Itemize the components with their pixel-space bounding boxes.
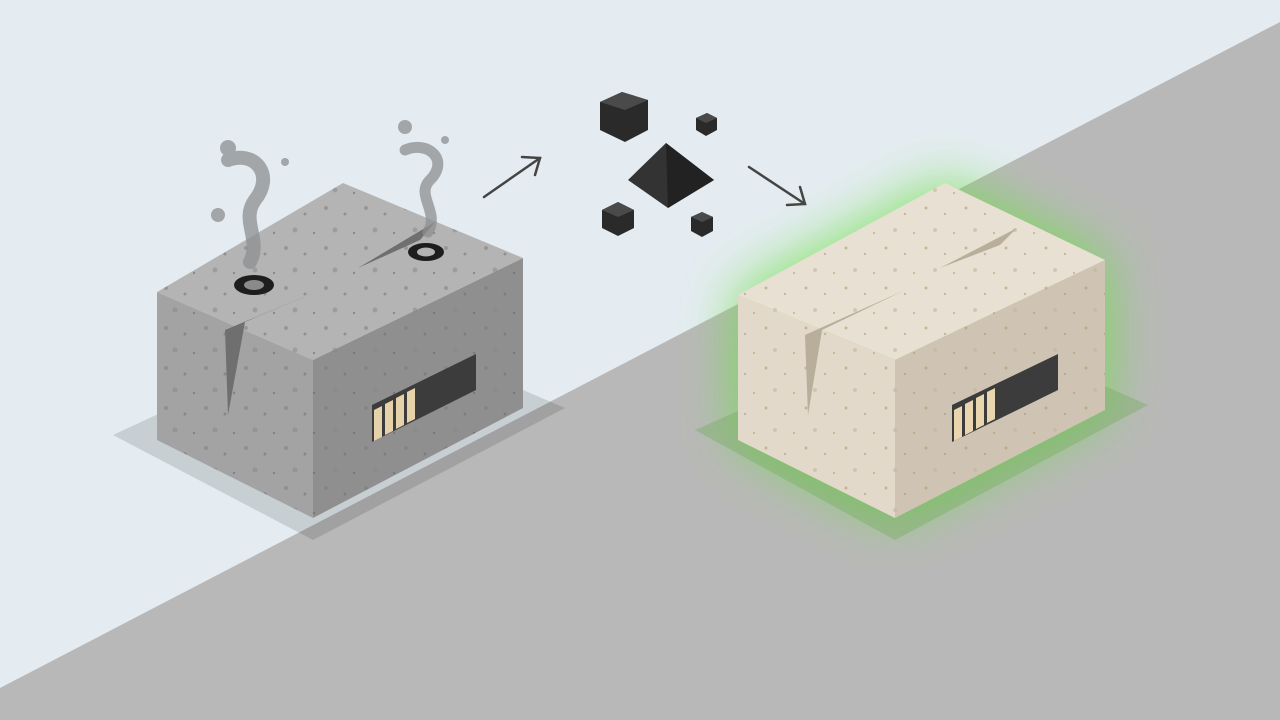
degraded-concrete-block <box>113 120 565 540</box>
battery-icon <box>372 354 476 442</box>
seam <box>940 228 1017 268</box>
cube-icon <box>691 212 713 237</box>
arrow-right-up-icon <box>482 155 542 199</box>
crack <box>225 288 325 415</box>
arrow-right-down-icon <box>747 165 807 207</box>
cube-icon <box>600 92 648 142</box>
additives <box>600 92 717 237</box>
crack <box>358 222 435 268</box>
cube-icon <box>696 113 717 136</box>
battery-icon <box>952 354 1058 442</box>
improved-concrete-block <box>695 183 1148 540</box>
smoke-icon <box>211 120 449 269</box>
pyramid-icon <box>628 143 714 208</box>
cube-icon <box>602 202 634 236</box>
